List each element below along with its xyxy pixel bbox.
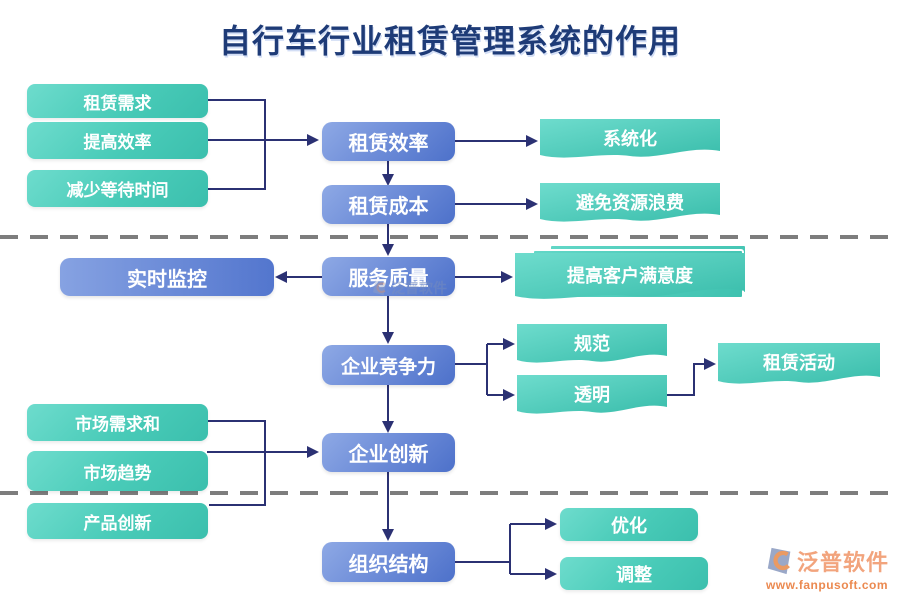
brand-logo-icon: [767, 547, 791, 575]
node-systemization[interactable]: 系统化: [540, 119, 720, 165]
node-standard[interactable]: 规范: [517, 324, 667, 370]
node-systemization-label: 系统化: [603, 129, 657, 149]
node-realtime-monitor[interactable]: 实时监控: [60, 258, 274, 296]
page-title: 自行车行业租赁管理系统的作用: [218, 23, 681, 59]
watermark-logo-icon: [373, 280, 386, 296]
node-transparency[interactable]: 透明: [517, 375, 667, 421]
node-rental-demand[interactable]: 租赁需求: [27, 84, 208, 118]
node-avoid-waste[interactable]: 避免资源浪费: [540, 183, 720, 229]
connector-transparency-to-activity: [667, 358, 716, 396]
watermark-text: 泛普软件: [391, 280, 447, 296]
node-rental-activity[interactable]: 租赁活动: [718, 343, 880, 391]
node-enterprise-innovation[interactable]: 企业创新: [322, 433, 455, 472]
node-standard-label: 规范: [574, 334, 610, 354]
node-market-trend[interactable]: 市场趋势: [27, 451, 208, 491]
section-divider-bottom: [0, 491, 900, 495]
node-transparency-label: 透明: [574, 385, 610, 405]
watermark: 泛普软件: [372, 278, 447, 298]
brand-website: www.fanpusoft.com: [765, 578, 889, 592]
node-rental-efficiency[interactable]: 租赁效率: [322, 122, 455, 161]
node-reduce-waiting[interactable]: 减少等待时间: [27, 170, 208, 207]
node-product-innovation[interactable]: 产品创新: [27, 503, 208, 539]
node-customer-satisfaction[interactable]: 提高客户满意度: [515, 253, 745, 307]
node-service-quality[interactable]: 服务质量: [322, 257, 455, 296]
connector-top-factors-bracket: [207, 99, 266, 190]
node-avoid-waste-label: 避免资源浪费: [576, 193, 684, 213]
node-customer-satisfaction-label: 提高客户满意度: [567, 266, 693, 286]
node-rental-cost[interactable]: 租赁成本: [322, 185, 455, 224]
node-optimization[interactable]: 优化: [560, 508, 698, 541]
node-rental-activity-label: 租赁活动: [763, 353, 835, 373]
node-org-structure[interactable]: 组织结构: [322, 542, 455, 582]
brand-logo[interactable]: 泛普软件 www.fanpusoft.com: [760, 545, 894, 592]
section-divider-top: [0, 235, 900, 239]
brand-name: 泛普软件: [796, 550, 889, 575]
node-improve-efficiency[interactable]: 提高效率: [27, 122, 208, 159]
node-competitiveness[interactable]: 企业竞争力: [322, 345, 455, 385]
node-market-demand[interactable]: 市场需求和: [27, 404, 208, 441]
node-adjustment[interactable]: 调整: [560, 557, 708, 590]
